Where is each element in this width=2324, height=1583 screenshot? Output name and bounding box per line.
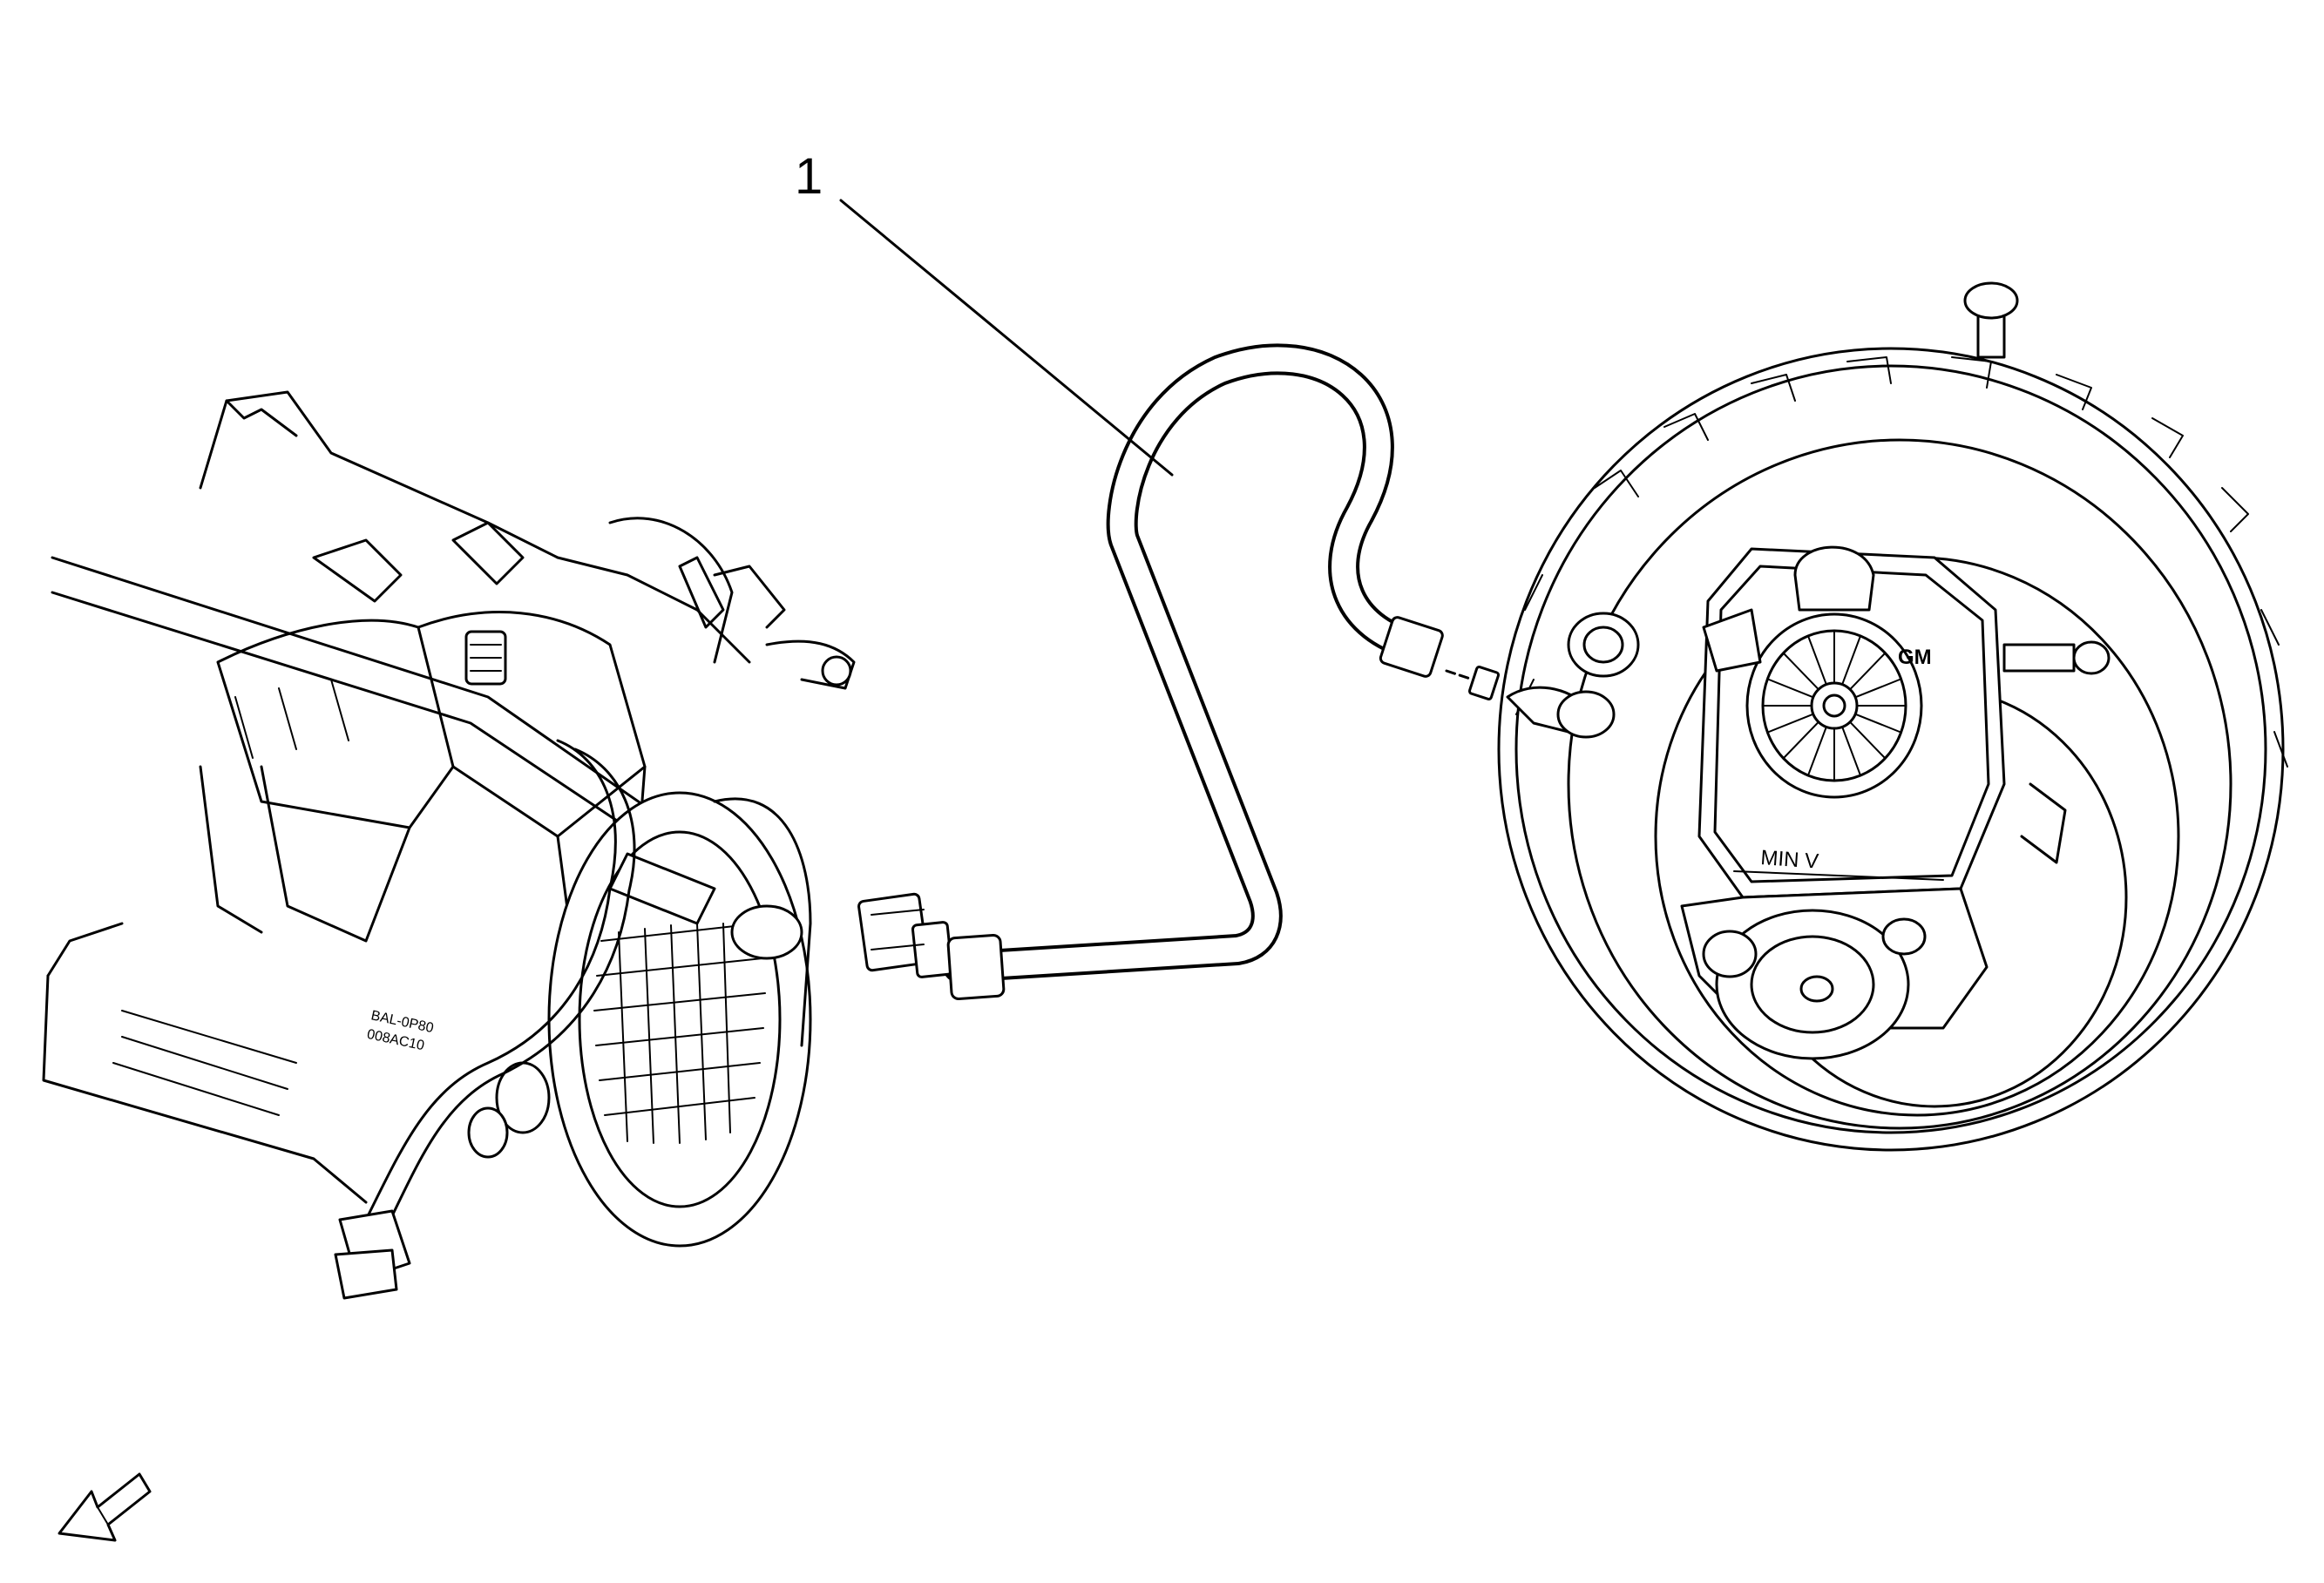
hose-manifold-connector <box>857 892 1006 1000</box>
front-direction-arrow-icon <box>58 1472 152 1542</box>
brake-booster-vacuum-hose: 1 <box>795 148 1501 1000</box>
hose-booster-fitting <box>1379 616 1501 700</box>
brand-badge: GM <box>1898 646 1932 669</box>
engine-intake-manifold: BAL-0P80 008AC10 <box>42 390 856 1300</box>
master-cylinder-reservoir: MIN V GM <box>1697 545 2111 899</box>
reservoir-min-level-mark: MIN V <box>1760 846 1819 874</box>
callout-1-label: 1 <box>795 148 823 205</box>
throttle-body-screen <box>593 923 766 1144</box>
callout-1-leader <box>839 199 1174 477</box>
part-tag: BAL-0P80 008AC10 <box>366 1008 436 1053</box>
brake-booster-assembly: MIN V GM <box>1497 281 2288 1152</box>
